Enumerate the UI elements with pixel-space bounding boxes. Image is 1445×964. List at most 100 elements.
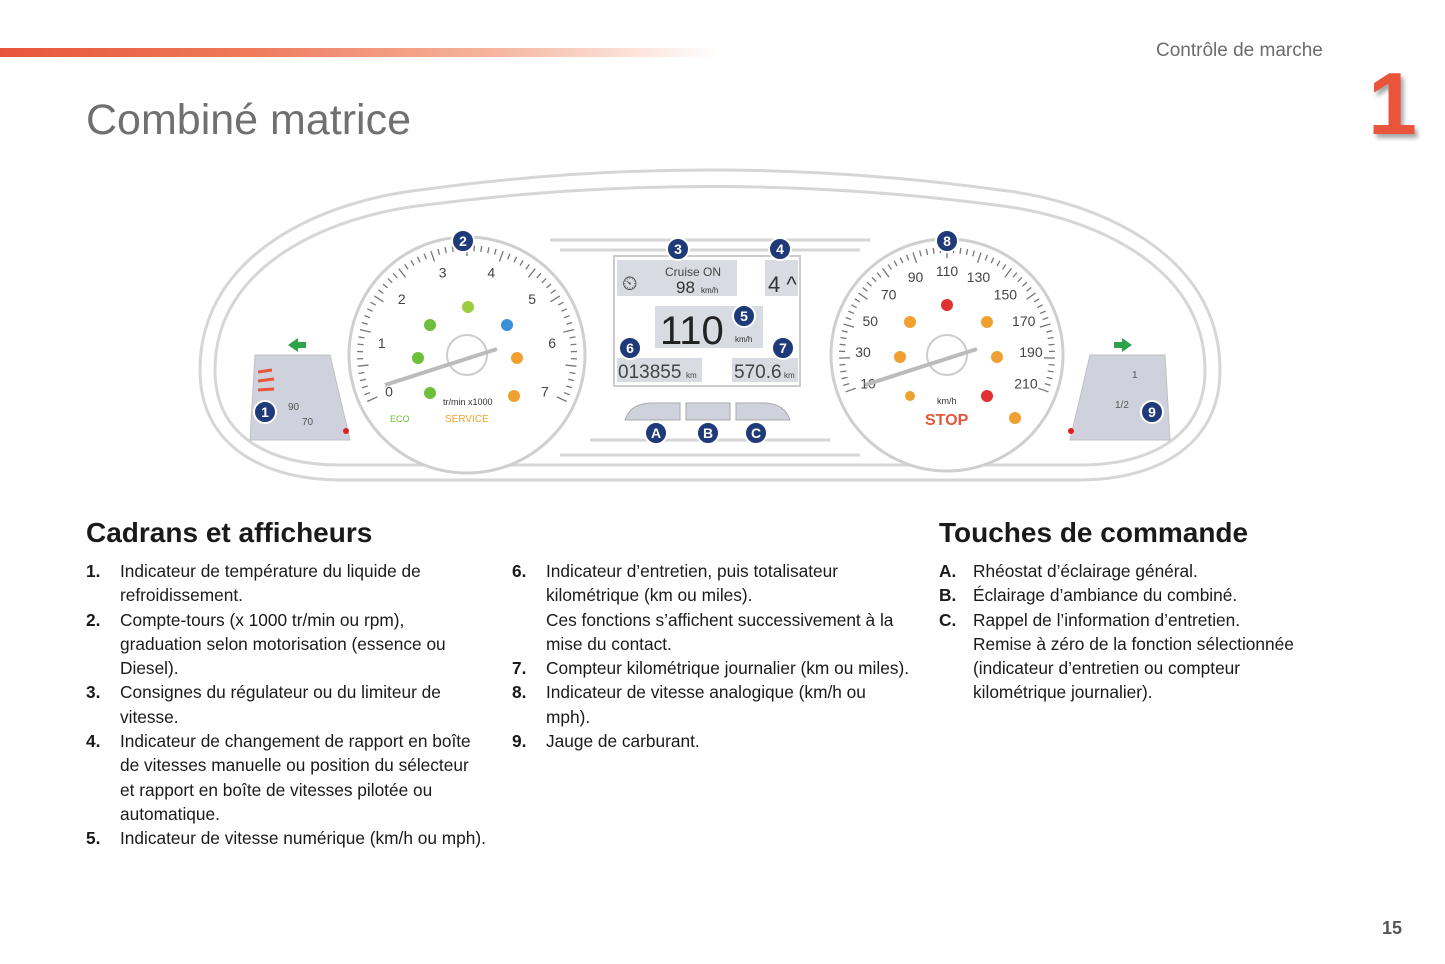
speedo-tick — [1044, 383, 1051, 386]
tacho-tick — [359, 328, 371, 333]
item-letter: B. — [939, 585, 957, 606]
tacho-tick — [498, 250, 504, 262]
list-item: 9.Jauge de carburant. — [512, 729, 912, 753]
item-text: Rappel de l’information d’entretien. — [973, 609, 1241, 630]
heading-controls: Touches de commande — [939, 517, 1249, 548]
item-text-note: Remise à zéro de la fonction sélectionné… — [973, 633, 1294, 703]
callout-marker-8: 8 — [935, 229, 959, 253]
speedo-tick — [1026, 287, 1032, 292]
tacho-tick — [392, 273, 398, 279]
item-number: 4. — [86, 731, 101, 752]
cruise-status: Cruise ON — [665, 265, 721, 279]
page-title: Combiné matrice — [86, 96, 411, 144]
callout-marker-3: 3 — [666, 237, 690, 261]
list-item: A. Rhéostat d’éclairage général. — [939, 559, 1329, 583]
speedo-tick — [876, 272, 882, 278]
item-letter: A. — [939, 561, 957, 581]
eco-label: ECO — [390, 414, 410, 424]
dials-list-continued: 6.Indicateur d’entretien, puis totalisat… — [512, 559, 912, 753]
tacho-tick — [527, 268, 536, 278]
speedo-tick — [1037, 304, 1043, 309]
speedo-tick — [1033, 298, 1040, 303]
digital-speed: 110 — [660, 309, 724, 353]
list-item: 1.Indicateur de température du liquide d… — [86, 559, 486, 608]
section-title: Contrôle de marche — [1156, 40, 1323, 61]
tacho-tick — [567, 378, 575, 382]
tacho-tick — [444, 247, 447, 254]
speedo-label: 150 — [994, 287, 1018, 303]
callout-label: 8 — [943, 233, 951, 249]
tacho-label: 6 — [548, 335, 556, 351]
tacho-tick — [358, 371, 365, 375]
callout-marker-4: 4 — [768, 237, 792, 261]
speedo-needle — [864, 347, 978, 387]
item-text: Indicateur de vitesse analogique (km/h o… — [546, 682, 866, 727]
button-c-service-reset[interactable] — [735, 402, 791, 421]
tacho-label: 3 — [439, 265, 447, 281]
callout-marker-a: A — [644, 421, 668, 445]
callout-label: 2 — [459, 233, 467, 249]
gear-indicator: 4 ^ — [768, 272, 797, 297]
tacho-tick — [563, 314, 570, 319]
speedo-tick — [1021, 281, 1028, 287]
cruise-unit: km/h — [701, 286, 718, 295]
callout-marker-2: 2 — [451, 229, 475, 253]
speedo-tick — [854, 298, 861, 303]
tacho-tick — [423, 253, 427, 260]
tacho-tick — [361, 385, 368, 389]
speedo-tick — [1048, 343, 1055, 346]
callout-label: 5 — [740, 308, 748, 324]
tacho-tick — [536, 273, 542, 279]
speedo-tick — [996, 260, 1001, 267]
page-number: 15 — [1382, 918, 1403, 938]
speedo-tick — [881, 267, 890, 278]
tacho-tick — [557, 301, 564, 306]
speedo-tick — [839, 343, 846, 346]
tacho-tick — [566, 321, 573, 325]
speedo-tick — [845, 387, 857, 393]
tacho-tick — [487, 247, 490, 254]
speedo-tick — [1017, 276, 1023, 283]
callout-label: 1 — [261, 404, 269, 420]
speedo-tick — [1047, 336, 1054, 340]
tacho-tick — [364, 314, 371, 319]
item-number: 3. — [86, 682, 101, 703]
item-text: Indicateur de température du liquide de … — [120, 561, 421, 606]
tacho-label: 2 — [398, 291, 406, 307]
tacho-tick — [382, 283, 388, 289]
tacho-tick — [525, 263, 530, 270]
item-text: Éclairage d’ambiance du combiné. — [973, 585, 1238, 606]
speedo-tick — [866, 281, 873, 287]
heading-dials-displays: Cadrans et afficheurs — [86, 517, 373, 548]
tacho-tick — [569, 336, 576, 339]
speedo-unit: km/h — [937, 396, 957, 406]
chapter-number: 1 — [1368, 54, 1417, 153]
list-item: B. Éclairage d’ambiance du combiné. — [939, 583, 1329, 607]
tacho-tick — [563, 328, 575, 333]
button-a-rheostat[interactable] — [624, 402, 681, 421]
speedo-tick — [972, 250, 975, 257]
tacho-tick — [563, 391, 570, 396]
button-b-ambient-light[interactable] — [685, 402, 731, 421]
item-text: Indicateur de changement de rapport en b… — [120, 731, 471, 824]
instrument-cluster-diagram: 90 70 1 1/2 0123456710305070901101301501… — [198, 168, 1222, 482]
item-letter: C. — [939, 609, 957, 630]
item-text: Rhéostat d’éclairage général. — [973, 561, 1198, 581]
dials-list: 1.Indicateur de température du liquide d… — [86, 559, 486, 851]
speedo-tick — [1012, 272, 1018, 278]
callout-label: 7 — [779, 340, 787, 356]
list-item: 6.Indicateur d’entretien, puis totalisat… — [512, 559, 912, 656]
list-item: 2.Compte-tours (x 1000 tr/min ou rpm), g… — [86, 608, 486, 681]
tacho-label: 1 — [378, 335, 386, 351]
list-item: C. Rappel de l’information d’entretien. Re… — [939, 608, 1329, 705]
temp-tick-70: 70 — [302, 417, 314, 428]
tacho-tick — [519, 260, 524, 266]
tacho-tick — [550, 289, 556, 294]
list-item: 8.Indicateur de vitesse analogique (km/h… — [512, 680, 912, 729]
speedo-tick — [1046, 376, 1053, 380]
speedo-tick — [893, 260, 898, 267]
tacho-tick — [569, 371, 576, 375]
speedo-label: 50 — [862, 313, 878, 329]
odometer: 013855 — [618, 362, 681, 383]
tacho-tick — [565, 364, 577, 367]
